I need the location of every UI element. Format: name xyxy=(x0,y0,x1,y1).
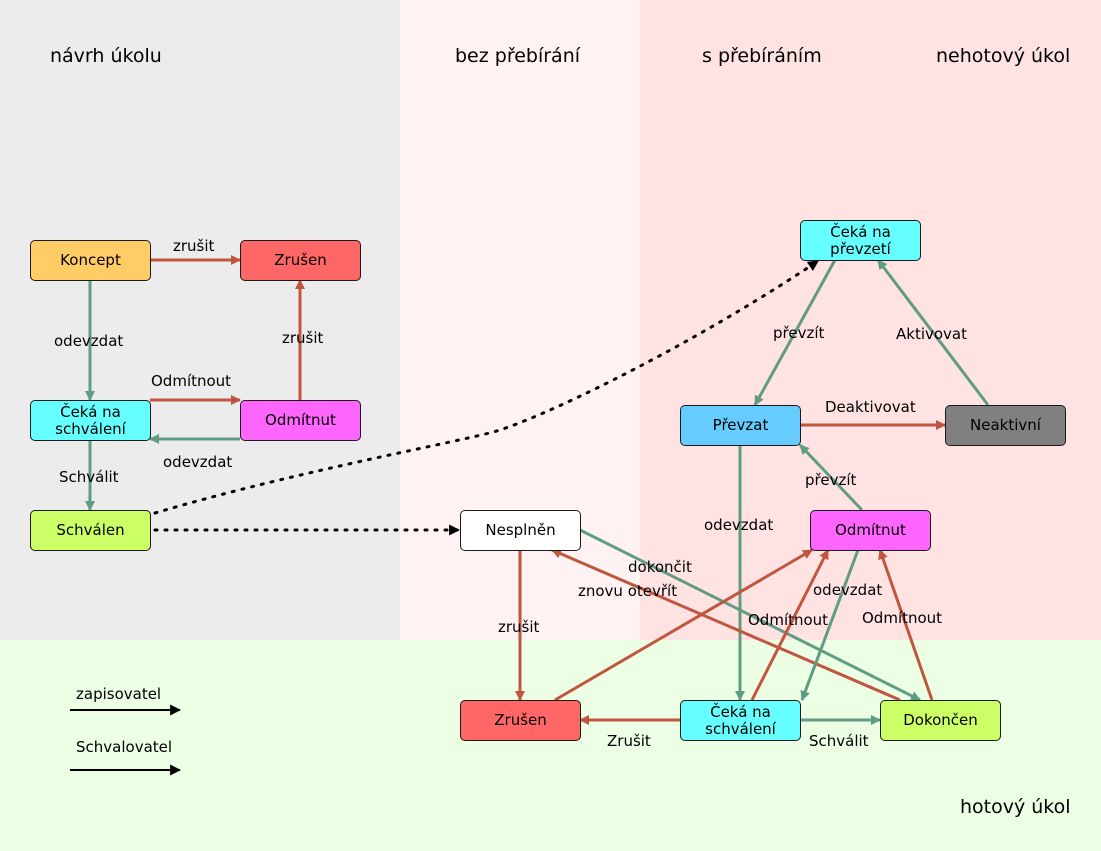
label-koncept-zrusit: zrušit xyxy=(173,237,215,255)
node-ceka-na-schvaleni-left: Čeká na schválení xyxy=(30,400,151,441)
node-schvalen: Schválen xyxy=(30,510,151,551)
label-odmitnout-right: Odmítnout xyxy=(862,609,942,627)
node-ceka-na-schvaleni-bottom: Čeká na schválení xyxy=(680,700,801,741)
label-prevzit-right: převzít xyxy=(805,471,857,489)
heading-finished: hotový úkol xyxy=(960,796,1071,818)
label-aktivovat: Aktivovat xyxy=(896,325,967,343)
label-nesplnen-zrusit: zrušit xyxy=(498,618,540,636)
label-odevzdat-prevzat: odevzdat xyxy=(704,516,773,534)
label-schvalit-bottom: Schválit xyxy=(809,732,869,750)
edge-odmitnut-to-ceka-bottom xyxy=(800,549,860,701)
heading-no-takeover: bez přebírání xyxy=(455,45,581,67)
label-prevzit-top: převzít xyxy=(773,324,825,342)
heading-unfinished: nehotový úkol xyxy=(936,45,1071,67)
heading-takeover: s přebíráním xyxy=(702,45,822,67)
label-znovu-otevrit: znovu otevřít xyxy=(578,582,677,600)
label-odevzdat-left: odevzdat xyxy=(163,453,232,471)
label-odmitnut-zrusit: zrušit xyxy=(282,329,324,347)
region-finished xyxy=(0,640,1101,851)
node-nesplnen: Nesplněn xyxy=(460,510,581,551)
node-zrusen-bottom: Zrušen xyxy=(460,700,581,741)
node-dokoncen: Dokončen xyxy=(880,700,1001,741)
edge-zrusen-to-odmitnut xyxy=(554,548,813,702)
edge-dokoncen-to-nesplnen xyxy=(551,548,901,702)
label-dokoncit: dokončit xyxy=(628,558,692,576)
node-odmitnut-left: Odmítnut xyxy=(240,400,361,441)
edge-ceka-bottom-to-odmitnut xyxy=(750,549,830,701)
node-prevzat: Převzat xyxy=(680,405,801,446)
label-odmitnout-mid: Odmítnout xyxy=(748,611,828,629)
node-zrusen-top: Zrušen xyxy=(240,240,361,281)
edge-nesplnen-to-dokoncen xyxy=(579,528,921,702)
edge-odmitnut-to-prevzat xyxy=(798,443,864,512)
edge-neaktivni-to-ceka-prevzeti xyxy=(876,259,990,406)
legend-writer-label: zapisovatel xyxy=(76,685,161,703)
label-odevzdat-right: odevzdat xyxy=(813,581,882,599)
label-odmitnout-left: Odmítnout xyxy=(151,372,231,390)
heading-draft: návrh úkolu xyxy=(50,45,162,67)
node-neaktivni: Neaktivní xyxy=(945,405,1066,446)
label-koncept-odevzdat: odevzdat xyxy=(54,332,123,350)
node-odmitnut-right: Odmítnut xyxy=(810,510,931,551)
label-zrusit-bottom: Zrušit xyxy=(607,732,651,750)
node-ceka-na-prevzeti: Čeká na převzetí xyxy=(800,220,921,261)
edge-dokoncen-to-odmitnut xyxy=(878,549,934,701)
label-deaktivovat: Deaktivovat xyxy=(825,398,916,416)
edge-ceka-prevzeti-to-prevzat xyxy=(753,259,837,406)
legend-approver-label: Schvalovatel xyxy=(76,738,172,756)
edge-schvalen-to-ceka-prevzeti xyxy=(153,259,820,515)
node-koncept: Koncept xyxy=(30,240,151,281)
label-schvalit-left: Schválit xyxy=(59,468,119,486)
